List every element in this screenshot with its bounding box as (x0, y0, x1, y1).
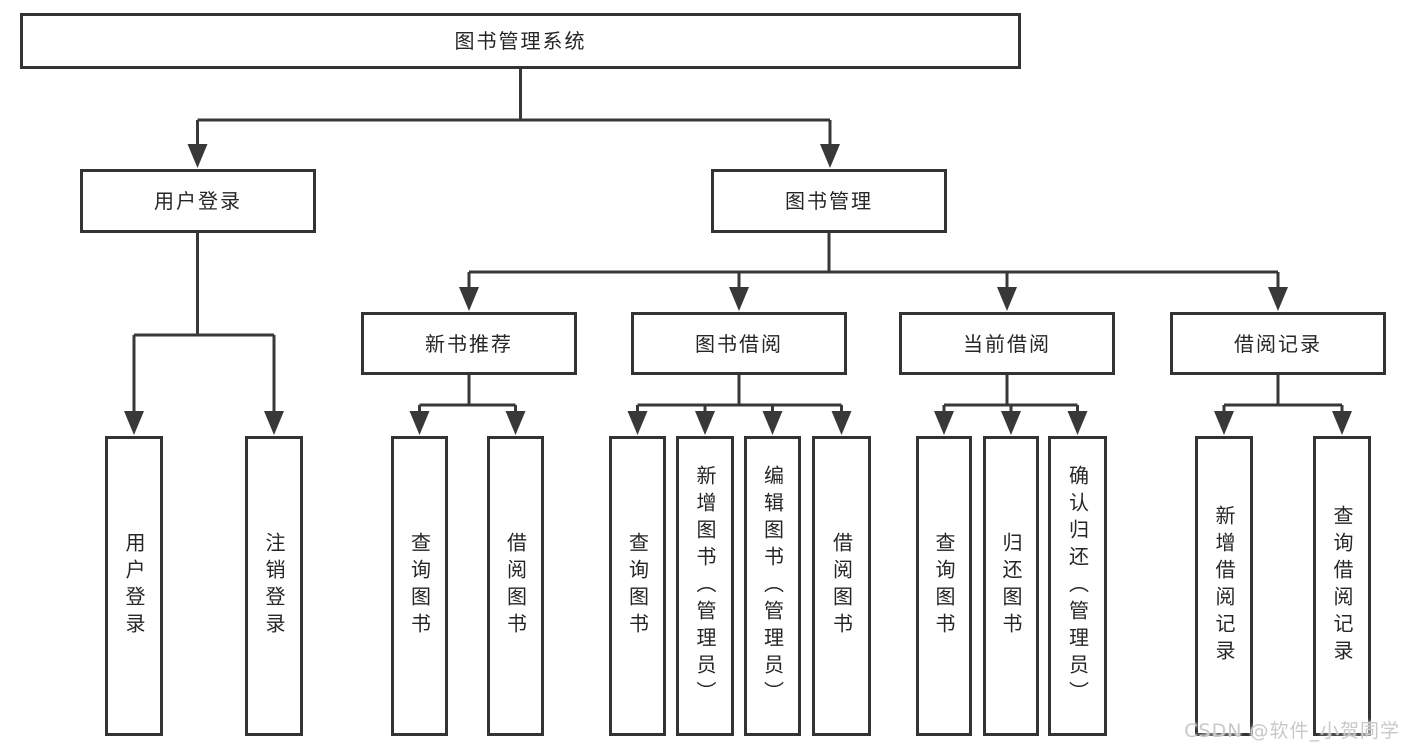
node-book-management: 图书管理 (711, 169, 947, 233)
leaf-edit-books-admin-label: 编辑图书（管理员） (760, 464, 785, 708)
leaf-logout: 注销登录 (245, 436, 303, 736)
leaf-edit-books-admin: 编辑图书（管理员） (744, 436, 801, 736)
leaf-query-books-current-label: 查询图书 (932, 532, 956, 640)
node-root: 图书管理系统 (20, 13, 1021, 69)
leaf-confirm-return-admin: 确认归还（管理员） (1048, 436, 1107, 736)
node-user-login: 用户登录 (80, 169, 316, 233)
leaf-query-books-borrow-label: 查询图书 (625, 532, 650, 640)
leaf-logout-label: 注销登录 (262, 532, 286, 640)
leaf-query-books-recommend-label: 查询图书 (407, 532, 432, 640)
leaf-user-login: 用户登录 (105, 436, 163, 736)
leaf-add-borrow-record-label: 新增借阅记录 (1212, 505, 1236, 667)
leaf-query-borrow-record-label: 查询借阅记录 (1330, 505, 1354, 667)
node-book-borrow: 图书借阅 (631, 312, 847, 375)
leaf-query-borrow-record: 查询借阅记录 (1313, 436, 1371, 736)
leaf-user-login-label: 用户登录 (122, 532, 146, 640)
leaf-add-borrow-record: 新增借阅记录 (1195, 436, 1253, 736)
leaf-borrow-books-label: 借阅图书 (829, 532, 854, 640)
csdn-watermark: CSDN @软件_小贺同学 (1184, 720, 1400, 742)
leaf-query-books-current: 查询图书 (916, 436, 972, 736)
node-current-borrow: 当前借阅 (899, 312, 1115, 375)
leaf-borrow-books-recommend: 借阅图书 (487, 436, 544, 736)
leaf-borrow-books-recommend-label: 借阅图书 (503, 532, 528, 640)
leaf-return-books: 归还图书 (983, 436, 1039, 736)
leaf-borrow-books: 借阅图书 (812, 436, 871, 736)
leaf-add-books-admin-label: 新增图书（管理员） (693, 464, 717, 708)
leaf-return-books-label: 归还图书 (999, 532, 1023, 640)
leaf-query-books-borrow: 查询图书 (609, 436, 666, 736)
arrowheads (124, 144, 1352, 435)
leaf-query-books-recommend: 查询图书 (391, 436, 448, 736)
node-new-book-recommend: 新书推荐 (361, 312, 577, 375)
leaf-add-books-admin: 新增图书（管理员） (676, 436, 734, 736)
leaf-confirm-return-admin-label: 确认归还（管理员） (1065, 464, 1090, 708)
node-borrow-records: 借阅记录 (1170, 312, 1386, 375)
